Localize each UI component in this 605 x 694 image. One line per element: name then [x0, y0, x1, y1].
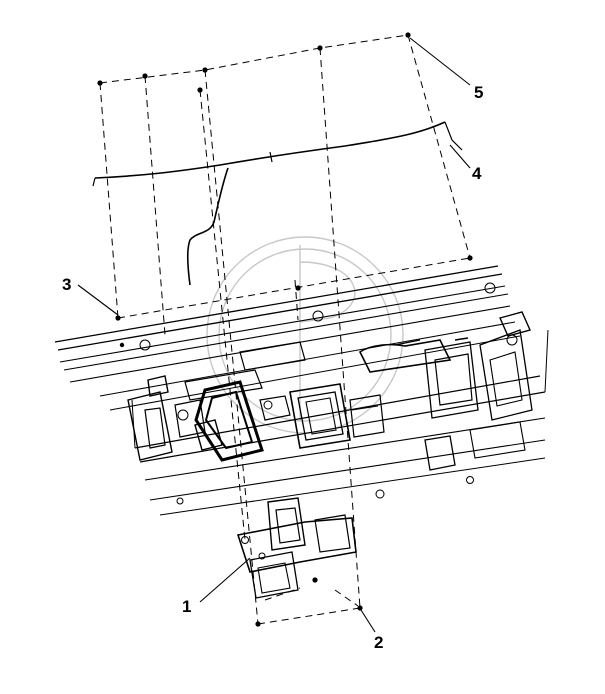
exploded-view-lines: [99, 34, 471, 625]
lower-bracket-module: [236, 497, 357, 599]
right-floor-structure: [358, 311, 533, 471]
tunnel-box: [289, 383, 385, 449]
wiring-harness: [92, 121, 463, 286]
leader-lines: [77, 37, 471, 633]
callout-2: 2: [374, 633, 383, 652]
callout-5: 5: [474, 83, 483, 102]
center-bracket: [184, 341, 306, 462]
callout-3: 3: [62, 275, 71, 294]
watermark-logo: [206, 236, 404, 434]
callout-1: 1: [182, 597, 191, 616]
fastener-dots: [97, 32, 473, 627]
callout-4: 4: [472, 164, 482, 183]
